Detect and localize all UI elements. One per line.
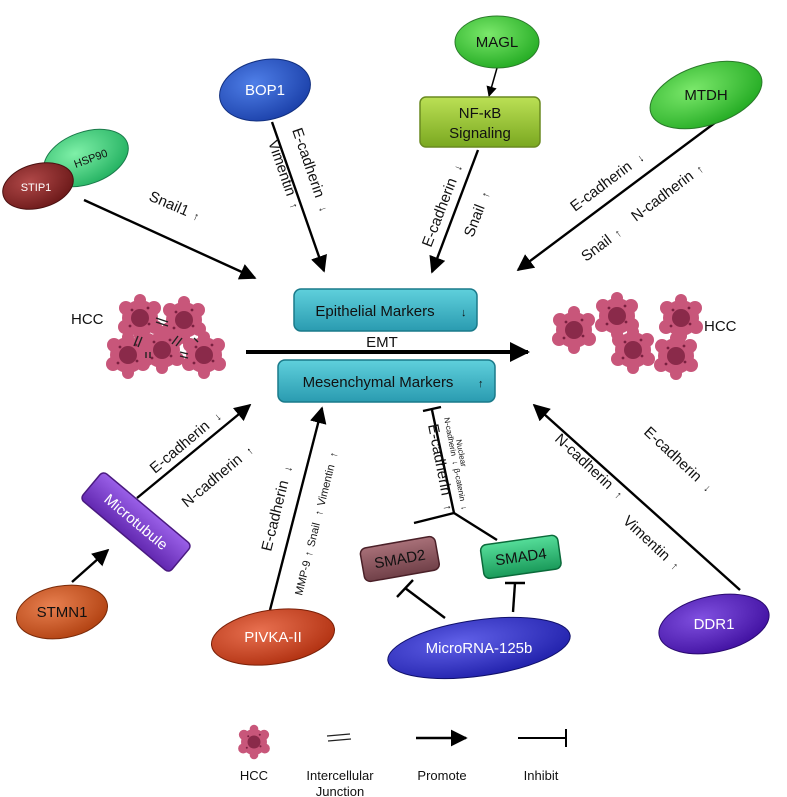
nfkb-label-1: NF-κB <box>459 105 502 122</box>
node-microrna: MicroRNA-125b <box>387 616 571 680</box>
magl-label: MAGL <box>476 34 519 51</box>
down-arrow-icon: ↓ <box>635 152 647 165</box>
edge-bop1-markers <box>270 121 327 273</box>
label-pivka-vim: Vimentin <box>316 463 338 507</box>
legend-inhibit: Inhibit <box>524 768 559 783</box>
nfkb-label-2: Signaling <box>449 125 511 142</box>
label-smad-bcat: β-catenin <box>452 468 467 502</box>
label-micro-ecad: E-cadherin <box>147 417 214 477</box>
edge-mtdh-markers <box>516 121 717 272</box>
edge-ddr1-markers <box>532 403 741 591</box>
up-arrow-icon: ↑ <box>191 210 201 223</box>
label-mtdh-ncad: N-cadherin <box>628 167 697 225</box>
edge-smad-bar <box>422 405 442 413</box>
edge-magl-nfkb <box>486 67 498 98</box>
down-arrow-icon: ↓ <box>701 482 713 495</box>
down-arrow-icon: ↓ <box>212 411 224 424</box>
edge-stmn1-microtubule <box>71 548 110 583</box>
down-arrow-icon: ↓ <box>450 460 460 466</box>
node-magl: MAGL <box>454 15 540 69</box>
label-mtdh-snail: Snail <box>578 232 615 266</box>
epithelial-markers-box: Epithelial Markers ↓ <box>293 288 478 332</box>
edge-rna-smad2-bar <box>396 579 414 598</box>
emt-label: EMT <box>366 334 398 351</box>
hcc-legend-icon <box>238 724 270 760</box>
edge-rna-smad2 <box>404 587 446 619</box>
stmn1-label: STMN1 <box>37 604 88 621</box>
down-arrow-icon: ↓ <box>452 163 465 172</box>
hcc-cell-icon <box>182 331 226 379</box>
node-mtdh: MTDH <box>649 60 763 130</box>
bop1-label: BOP1 <box>245 82 285 99</box>
up-arrow-icon: ↑ <box>612 489 624 502</box>
label-pivka-snail: Snail <box>305 522 323 549</box>
up-arrow-icon: ↑ <box>313 509 326 517</box>
down-arrow-icon: ↓ <box>461 307 467 319</box>
legend: HCC Intercellular Junction Promote Inhib… <box>238 724 567 797</box>
node-pivka: PIVKA-II <box>210 608 336 666</box>
up-arrow-icon: ↑ <box>613 227 625 240</box>
hcc-cell-icon <box>552 306 596 354</box>
node-smad4: SMAD4 <box>479 534 562 580</box>
hcc-left-label: HCC <box>71 311 104 328</box>
stip1-label: STIP1 <box>21 182 52 194</box>
edge-smad-inhibit <box>413 511 498 542</box>
label-ddr1-vim: Vimentin <box>619 512 673 564</box>
mesenchymal-markers-box: Mesenchymal Markers ↑ <box>277 359 496 403</box>
edge-smad-stem <box>430 409 456 514</box>
mesenchymal-label: Mesenchymal Markers <box>303 374 454 391</box>
inhibit-icon <box>518 729 567 747</box>
hcc-right-label: HCC <box>704 318 737 335</box>
up-arrow-icon: ↑ <box>478 378 484 390</box>
legend-junction-2: Junction <box>316 784 364 797</box>
up-arrow-icon: ↑ <box>694 163 706 176</box>
edge-nfkb-markers <box>429 149 480 274</box>
label-pivka-mmp9: MMP-9 <box>293 559 313 596</box>
edges <box>71 67 741 619</box>
up-arrow-icon: ↑ <box>668 560 680 573</box>
hcc-cell-icon <box>654 332 698 380</box>
legend-hcc: HCC <box>240 768 268 783</box>
node-bop1: BOP1 <box>219 58 311 122</box>
up-arrow-icon: ↑ <box>441 504 454 512</box>
node-ddr1: DDR1 <box>658 593 770 655</box>
label-nfkb-snail: Snail <box>461 202 489 239</box>
mtdh-label: MTDH <box>684 87 727 104</box>
edge-microtubule-markers <box>136 403 252 499</box>
node-stip1: STIP1 <box>2 162 74 210</box>
label-micro-ncad: N-cadherin <box>179 451 246 511</box>
pivka-label: PIVKA-II <box>244 629 302 646</box>
up-arrow-icon: ↑ <box>328 451 341 459</box>
down-arrow-icon: ↓ <box>316 205 329 214</box>
up-arrow-icon: ↑ <box>287 201 300 210</box>
ddr1-label: DDR1 <box>694 616 735 633</box>
hcc-cells-right <box>552 292 703 380</box>
node-stmn1: STMN1 <box>15 584 109 640</box>
edge-pivka-markers <box>268 406 327 611</box>
legend-junction-1: Intercellular <box>306 768 374 783</box>
down-arrow-icon: ↓ <box>459 505 469 511</box>
node-microtubule: Microtubule <box>81 472 191 572</box>
legend-promote: Promote <box>417 768 466 783</box>
hcc-cell-icon <box>611 326 655 374</box>
junction-icon <box>133 317 199 359</box>
label-ddr1-ecad: E-cadherin <box>640 423 705 485</box>
node-nfkb: NF-κB Signaling <box>419 96 541 148</box>
epithelial-label: Epithelial Markers <box>315 303 434 320</box>
up-arrow-icon: ↑ <box>480 190 493 199</box>
down-arrow-icon: ↓ <box>282 465 295 473</box>
label-ddr1-ncad: N-cadherin <box>551 430 616 492</box>
edge-rna-smad4 <box>511 582 517 613</box>
hcc-cluster-left <box>106 294 226 379</box>
label-hsp-snail1: Snail1 <box>146 188 191 220</box>
junction-legend-icon <box>326 733 352 742</box>
node-smad2: SMAD2 <box>359 535 441 583</box>
microrna-label: MicroRNA-125b <box>426 640 533 657</box>
up-arrow-icon: ↑ <box>303 550 316 558</box>
up-arrow-icon: ↑ <box>244 445 256 458</box>
edge-hsp90-markers <box>83 198 257 280</box>
